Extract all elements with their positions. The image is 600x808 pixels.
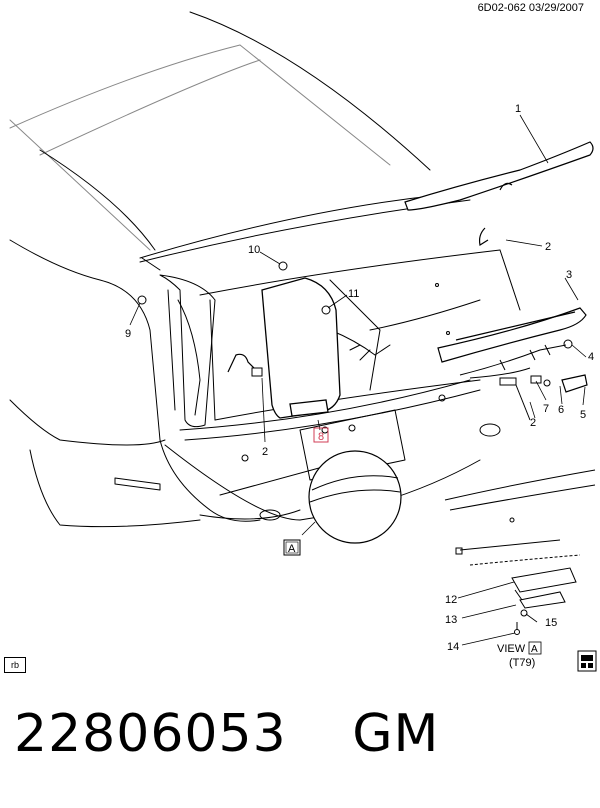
callout-2a: 2 — [545, 241, 551, 253]
callout-11: 11 — [348, 288, 359, 300]
callout-2c: 2 — [262, 446, 268, 458]
tail-lamp-part-8 — [261, 277, 341, 419]
view-label: VIEW — [497, 643, 526, 655]
callout-4: 4 — [588, 351, 594, 363]
part-footer: 22806053 GM — [14, 704, 439, 764]
part-number: 22806053 — [14, 704, 287, 764]
callout-6: 6 — [558, 404, 564, 416]
callout-9: 9 — [125, 328, 131, 340]
callout-2b: 2 — [530, 417, 536, 429]
diagram-id-date: 6D02-062 03/29/2007 — [477, 2, 584, 14]
rear-trunk-exploded-diagram: 1 2 3 4 5 6 7 2 2 9 10 11 8 12 13 14 15 … — [9, 11, 597, 672]
callout-12: 12 — [445, 594, 457, 606]
info-icon — [577, 650, 597, 672]
callout-7: 7 — [543, 403, 549, 415]
callout-14: 14 — [447, 641, 459, 653]
view-letter: A — [531, 644, 538, 655]
callout-1: 1 — [515, 103, 521, 115]
highlight-box-8 — [313, 427, 329, 443]
view-reference-letter: A — [288, 543, 296, 555]
callout-8: 8 — [318, 431, 324, 443]
view-option-code: (T79) — [509, 657, 535, 669]
callout-3: 3 — [566, 269, 572, 281]
applique-part-3 — [437, 307, 587, 363]
spoiler-part-1 — [404, 141, 594, 211]
callout-15: 15 — [545, 617, 557, 629]
callout-13: 13 — [445, 614, 457, 626]
callout-10: 10 — [248, 244, 260, 256]
corner-tag: rb — [4, 657, 26, 673]
callout-5: 5 — [580, 409, 586, 421]
brand-name: GM — [352, 704, 440, 764]
license-lamp-part-5 — [561, 374, 588, 393]
